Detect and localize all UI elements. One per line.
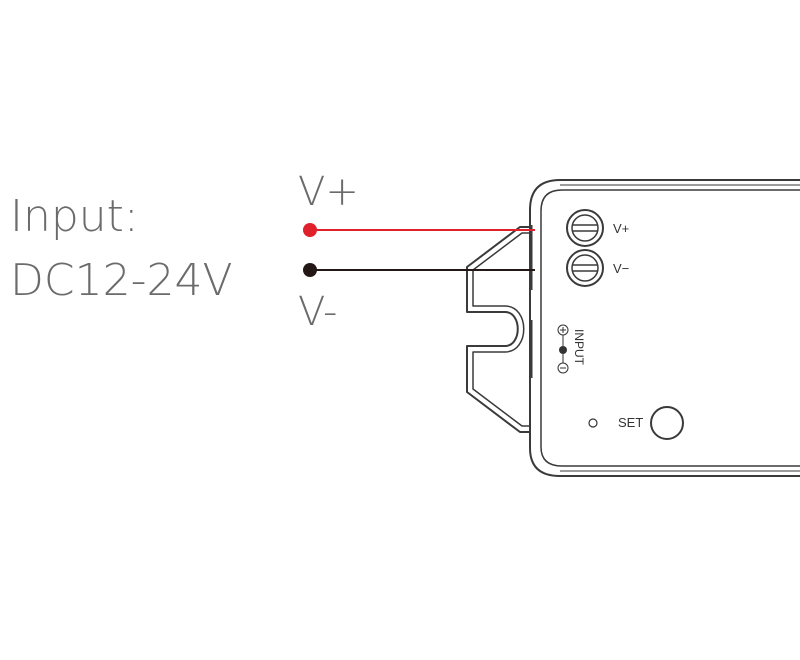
wire-label-negative: V-: [298, 289, 337, 335]
mounting-bracket: [466, 226, 533, 433]
terminal-screw-negative: [566, 249, 604, 287]
input-title: Input:: [10, 191, 139, 242]
device-housing-inner-edge: [540, 189, 800, 467]
wire-positive-end-dot: [303, 223, 317, 237]
input-voltage-range: DC12-24V: [10, 255, 233, 306]
terminal-label-negative: V−: [613, 261, 629, 276]
input-polarity-symbol: [557, 324, 569, 374]
terminal-label-positive: V+: [613, 221, 629, 236]
terminal-screw-positive: [566, 209, 604, 247]
set-button[interactable]: [650, 406, 684, 440]
set-label: SET: [618, 415, 643, 430]
wire-negative-end-dot: [303, 263, 317, 277]
input-port-label: INPUT: [572, 329, 586, 366]
status-led: [588, 418, 598, 428]
wire-label-positive: V+: [298, 169, 359, 215]
mounting-bracket-inner: [472, 232, 533, 427]
